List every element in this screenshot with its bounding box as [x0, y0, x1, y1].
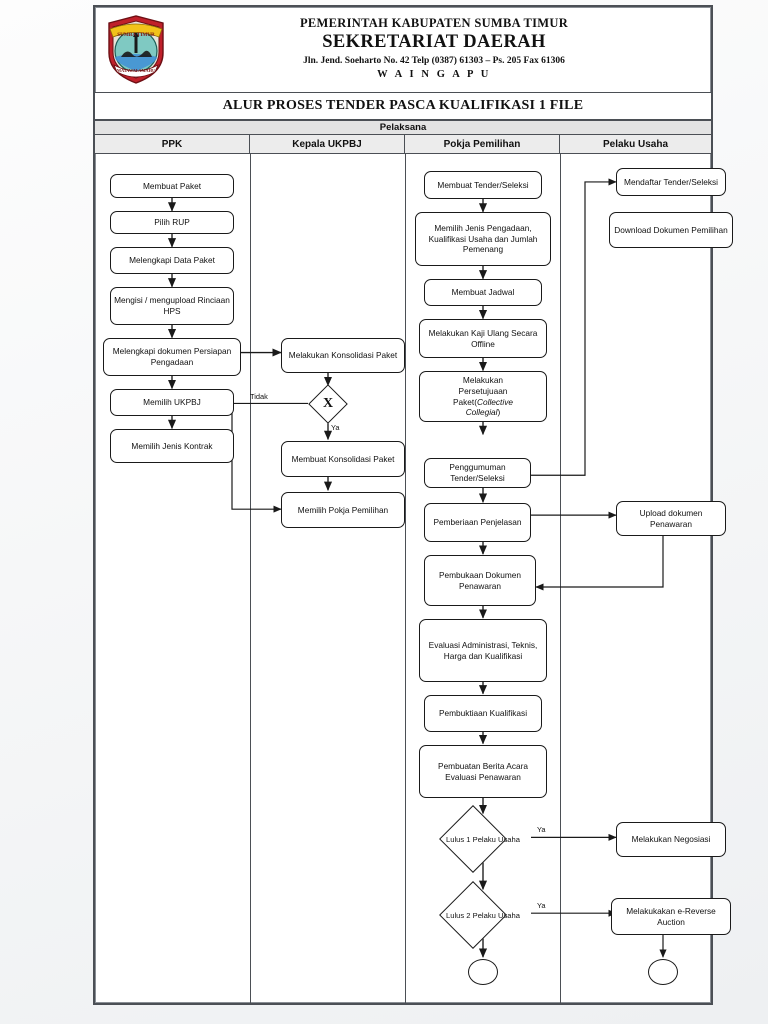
node-download-dokumen-pemilihan[interactable]: Download Dokumen Pemilihan — [609, 212, 733, 248]
node-membuat-tender-seleksi[interactable]: Membuat Tender/Seleksi — [424, 171, 542, 199]
node-membuat-konsolidasi-paket[interactable]: Membuat Konsolidasi Paket — [281, 441, 405, 477]
decision-lulus-2-diamond[interactable] — [439, 881, 507, 949]
node-penggumuman-tender-seleksi[interactable]: Penggumuman Tender/Seleksi — [424, 458, 531, 488]
swimlane-body: Membuat Paket Pilih RUP Melengkapi Data … — [95, 154, 733, 1003]
node-melakukan-persetujuan-paket[interactable]: Melakukan Persetujuaan Paket(Collective … — [419, 371, 547, 422]
pk5-close-paren: ) — [497, 407, 501, 418]
edge-label-ya-konsolidasi: Ya — [331, 423, 340, 432]
pk5-collective: Collective — [477, 396, 513, 407]
column-header-pelaku-usaha: Pelaku Usaha — [602, 138, 669, 150]
node-pembukaan-dokumen-penawaran[interactable]: Pembukaan Dokumen Penawaran — [424, 555, 536, 606]
node-membuat-paket[interactable]: Membuat Paket — [110, 174, 234, 198]
node-membuat-jadwal[interactable]: Membuat Jadwal — [424, 279, 542, 306]
lane-divider-2 — [405, 154, 406, 1003]
swimlane-header-row: PPK Kepala UKPBJ Pokja Pemilihan Pelaku … — [95, 135, 711, 154]
document-title: ALUR PROSES TENDER PASCA KUALIFIKASI 1 F… — [222, 98, 584, 113]
office-name: SEKRETARIAT DAERAH — [322, 32, 546, 52]
node-melakukan-negosiasi[interactable]: Melakukan Negosiasi — [616, 822, 726, 857]
pk5-line1: Melakukan — [462, 374, 504, 385]
column-header-pokja-pemilihan: Pokja Pemilihan — [405, 135, 560, 153]
node-melengkapi-dokumen-persiapan-pengadaan[interactable]: Melengkapi dokumen Persiapan Pengadaan — [103, 338, 241, 376]
node-memilih-pokja-pemilihan[interactable]: Memilih Pokja Pemilihan — [281, 492, 405, 528]
pelaksana-label: Pelaksana — [379, 122, 427, 133]
pelaksana-band: Pelaksana — [95, 121, 711, 135]
decision-lulus-1-diamond[interactable] — [439, 805, 507, 873]
sumba-timur-emblem-icon: SUMBA TIMUR MATAWAI AMAHU — [108, 15, 164, 84]
document-frame: SUMBA TIMUR MATAWAI AMAHU PEMERINTAH KAB… — [93, 5, 733, 1005]
terminator-pokja-end — [468, 959, 498, 985]
edge-label-ya-lulus-2: Ya — [537, 901, 546, 910]
office-address: Jln. Jend. Soeharto No. 42 Telp (0387) 6… — [303, 56, 565, 66]
node-evaluasi-administrasi[interactable]: Evaluasi Administrasi, Teknis, Harga dan… — [419, 619, 547, 682]
terminator-pelaku-end — [648, 959, 678, 985]
lane-divider-1 — [250, 154, 251, 1003]
column-header-kepala-ukpbj: Kepala UKPBJ — [250, 135, 405, 153]
pk5-collegial: Collegial — [465, 407, 498, 418]
node-memilih-ukpbj[interactable]: Memilih UKPBJ — [110, 389, 234, 416]
node-pemberian-penjelasan[interactable]: Pemberiaan Penjelasan — [424, 503, 531, 542]
node-melengkapi-data-paket[interactable]: Melengkapi Data Paket — [110, 247, 234, 274]
lane-divider-3 — [560, 154, 561, 1003]
node-melakukan-konsolidasi-paket[interactable]: Melakukan Konsolidasi Paket — [281, 338, 405, 373]
edge-label-tidak: Tidak — [250, 392, 268, 401]
office-city: W A I N G A P U — [377, 69, 491, 80]
edge-label-ya-lulus-1: Ya — [537, 825, 546, 834]
letterhead: SUMBA TIMUR MATAWAI AMAHU PEMERINTAH KAB… — [95, 7, 711, 93]
svg-text:MATAWAI AMAHU: MATAWAI AMAHU — [117, 68, 155, 73]
column-header-ppk: PPK — [95, 135, 250, 153]
svg-text:SUMBA TIMUR: SUMBA TIMUR — [117, 32, 155, 38]
flow-connectors — [167, 178, 667, 958]
node-upload-dokumen-penawaran[interactable]: Upload dokumen Penawaran — [616, 501, 726, 536]
node-pembuatan-berita-acara[interactable]: Pembuatan Berita Acara Evaluasi Penawara… — [419, 745, 547, 798]
node-pilih-rup[interactable]: Pilih RUP — [110, 211, 234, 234]
document-title-bar: ALUR PROSES TENDER PASCA KUALIFIKASI 1 F… — [95, 93, 711, 121]
government-name: PEMERINTAH KABUPATEN SUMBA TIMUR — [299, 16, 569, 30]
node-pembuktian-kualifikasi[interactable]: Pembuktiaan Kualifikasi — [424, 695, 542, 732]
node-mengisi-mengupload-rincian-hps[interactable]: Mengisi / mengupload Rinciaan HPS — [110, 287, 234, 325]
decision-x-mark: X — [322, 396, 334, 411]
pk5-line2: Persetujuaan — [458, 385, 508, 396]
node-melakukan-kaji-ulang[interactable]: Melakukan Kaji Ulang Secara Offline — [419, 319, 547, 358]
node-mendaftar-tender-seleksi[interactable]: Mendaftar Tender/Seleksi — [616, 168, 726, 196]
node-memilih-jenis-pengadaan[interactable]: Memilih Jenis Pengadaan, Kualifikasi Usa… — [415, 212, 551, 266]
pk5-line3a: Paket( — [453, 396, 477, 407]
node-memilih-jenis-kontrak[interactable]: Memilih Jenis Kontrak — [110, 429, 234, 463]
node-melakukan-e-reverse-auction[interactable]: Melakukakan e-Reverse Auction — [611, 898, 731, 935]
